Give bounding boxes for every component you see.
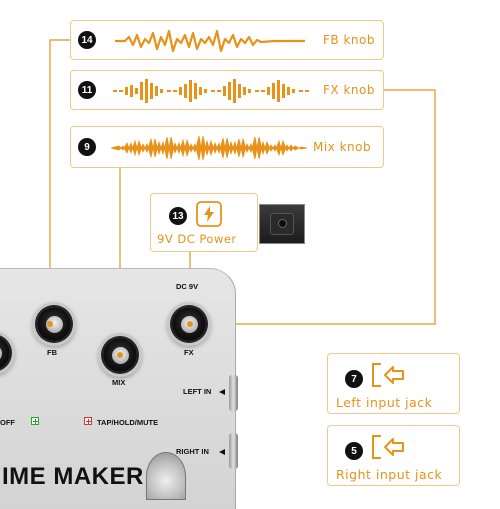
fb-knob-marker <box>47 321 53 327</box>
fb-knob[interactable] <box>37 307 71 341</box>
dc-9v-label: DC 9V <box>176 282 199 291</box>
fx-callout-label: FX knob <box>323 83 375 97</box>
left-input-callout-number: 7 <box>345 370 363 388</box>
mix-knob-label: MIX <box>112 378 126 387</box>
power-callout: 13 9V DC Power <box>150 193 258 252</box>
red-marker-icon <box>84 417 92 425</box>
left-input-callout: 7 Left input jack <box>327 353 460 414</box>
fx-waveform-icon <box>113 79 309 103</box>
power-callout-number: 13 <box>169 207 187 225</box>
fx-knob[interactable] <box>172 307 206 341</box>
power-callout-label: 9V DC Power <box>157 232 237 246</box>
fb-waveform-icon <box>115 29 305 53</box>
right-in-label: RIGHT IN <box>176 447 209 456</box>
right-input-jack[interactable] <box>229 433 238 469</box>
left-input-callout-label: Left input jack <box>336 395 433 410</box>
fx-callout-number: 11 <box>78 81 96 99</box>
fx-knob-label: FX <box>184 348 194 357</box>
left-input-jack[interactable] <box>229 375 238 411</box>
fx-knob-marker <box>187 321 193 327</box>
fb-knob-callout: 14 FB knob <box>70 20 384 60</box>
right-input-callout: 5 Right input jack <box>327 425 460 486</box>
mix-knob[interactable] <box>103 338 137 372</box>
lightning-icon <box>196 201 222 227</box>
mix-waveform-icon <box>111 135 307 161</box>
mix-knob-callout: 9 Mix knob <box>70 126 384 168</box>
arrow-in-icon <box>372 363 404 387</box>
fb-knob-label: FB <box>47 348 57 357</box>
fb-callout-label: FB knob <box>323 33 375 47</box>
pedal-brand-name: IME MAKER <box>2 463 144 490</box>
mix-knob-marker <box>117 352 123 358</box>
dc-jack-image <box>259 204 305 244</box>
partial-knob[interactable] <box>0 336 10 370</box>
mix-callout-label: Mix knob <box>313 140 372 154</box>
tap-hold-mute-label: TAP/HOLD/MUTE <box>97 418 159 427</box>
right-input-callout-number: 5 <box>345 442 363 460</box>
fb-callout-number: 14 <box>78 31 96 49</box>
right-in-arrow-icon <box>219 449 225 455</box>
left-in-arrow-icon <box>219 389 225 395</box>
left-in-label: LEFT IN <box>183 387 212 396</box>
footswitch[interactable] <box>146 452 186 500</box>
mix-callout-number: 9 <box>78 138 96 156</box>
arrow-in-icon <box>372 435 404 459</box>
right-input-callout-label: Right input jack <box>336 467 443 482</box>
fx-knob-callout: 11 FX knob <box>70 70 384 110</box>
green-marker-icon <box>31 417 39 425</box>
off-label: OFF <box>0 418 15 427</box>
